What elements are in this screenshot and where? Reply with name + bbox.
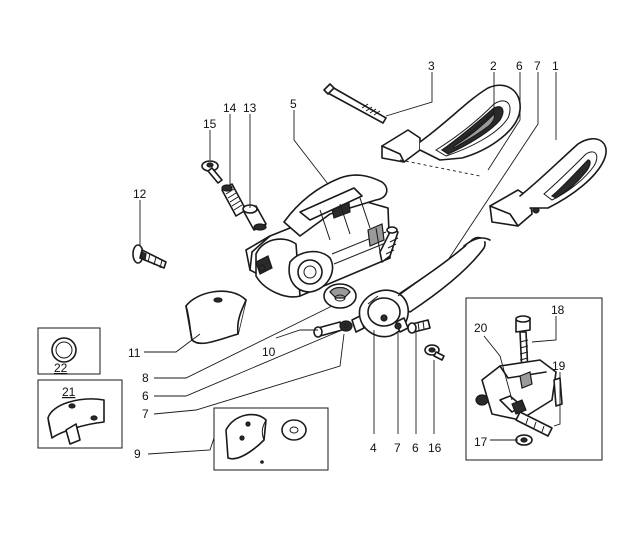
callout-3: 3 (428, 59, 435, 73)
part-8-slotted-disc (323, 283, 357, 309)
part-6-screw-right (407, 319, 431, 334)
callout-16: 16 (428, 441, 442, 455)
callout-13: 13 (243, 101, 257, 115)
part-1-right-handle (489, 138, 607, 227)
inset-box-part-22 (37, 327, 101, 375)
part-15-rivet (201, 160, 223, 184)
part-14-spring (221, 183, 247, 217)
callouts: 3 2 6 7 1 5 14 13 15 12 11 10 8 6 7 9 4 … (54, 59, 566, 461)
callout-6-top: 6 (516, 59, 523, 73)
callout-6-bottom: 6 (412, 441, 419, 455)
part-12-screw (132, 244, 167, 269)
callout-5: 5 (290, 97, 297, 111)
callout-10: 10 (262, 345, 276, 359)
callout-18: 18 (551, 303, 565, 317)
callout-20: 20 (474, 321, 488, 335)
callout-1: 1 (552, 59, 559, 73)
callout-9: 9 (134, 447, 141, 461)
callout-14: 14 (223, 101, 237, 115)
part-11-cover-piece (185, 290, 247, 345)
callout-12: 12 (133, 187, 147, 201)
leader-lines (139, 72, 561, 455)
callout-11: 11 (128, 346, 141, 360)
callout-22: 22 (54, 361, 68, 375)
part-13-sleeve (242, 204, 267, 231)
part-2-upper-handle (381, 84, 521, 163)
inset-box-part-9 (213, 407, 329, 471)
part-6-screw-upper (379, 226, 399, 263)
callout-17: 17 (474, 435, 488, 449)
callout-15: 15 (203, 117, 217, 131)
callout-7-bottom: 7 (394, 441, 401, 455)
callout-7-top: 7 (534, 59, 541, 73)
callout-6-left: 6 (142, 389, 149, 403)
callout-8: 8 (142, 371, 149, 385)
callout-7-left: 7 (142, 407, 149, 421)
inset-box-part-21 (37, 379, 123, 449)
part-10-pin (313, 321, 343, 338)
callout-19: 19 (552, 359, 566, 373)
part-5-main-body (245, 174, 391, 298)
part-6-nut-left (339, 320, 353, 332)
part-3-long-bolt (323, 83, 387, 124)
callout-21: 21 (62, 385, 76, 399)
callout-4: 4 (370, 441, 377, 455)
part-16-screw (424, 344, 445, 361)
callout-2: 2 (490, 59, 497, 73)
